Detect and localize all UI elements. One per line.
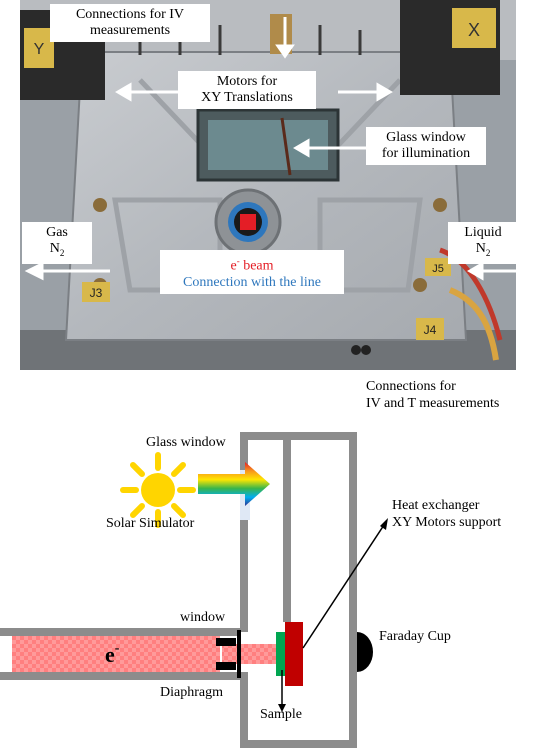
sample-holder [276, 632, 285, 676]
label-heat-exchanger: Heat exchanger XY Motors support [392, 498, 502, 530]
vacuum-chamber [240, 432, 357, 748]
faraday-cup [357, 632, 373, 672]
gas-n2: N2 [49, 241, 65, 258]
electron-beam [12, 636, 220, 672]
label-gas: Gas N2 [22, 222, 92, 264]
label-liquid: Liquid N2 [448, 222, 518, 264]
label-glass-window: Glass window for illumination [366, 127, 486, 165]
heat-exchanger [285, 622, 303, 686]
connector-j5: J5 [432, 263, 444, 275]
apparatus-photo: Y X J3 J4 J5 [20, 0, 516, 370]
connector-j3: J3 [90, 286, 103, 300]
electron-beam-inside [222, 644, 276, 664]
exit-window [237, 630, 241, 678]
electron-label: e- [105, 641, 120, 667]
connection-line-text: Connection with the line [182, 274, 322, 290]
diaphragm-bottom [216, 662, 236, 670]
label-ebeam: e- beam Connection with the line [160, 250, 344, 294]
motor-y-letter: Y [34, 41, 45, 58]
label-faraday-cup: Faraday Cup [379, 629, 451, 644]
ebeam-text: e- beam [230, 256, 274, 274]
label-diaphragm: Diaphragm [160, 685, 223, 700]
caption-connections: Connections for IV and T measurements [366, 379, 500, 411]
beam-line [0, 628, 240, 680]
label-glass-window-schematic: Glass window [146, 435, 226, 450]
liquid-n2: N2 [475, 241, 491, 258]
light-arrow [198, 462, 270, 506]
sun-icon [120, 452, 196, 528]
label-window: window [180, 610, 226, 625]
label-connections-iv: Connections for IV measurements [50, 4, 210, 42]
label-solar-simulator: Solar Simulator [106, 516, 195, 531]
label-motors: Motors for XY Translations [178, 71, 316, 109]
label-sample: Sample [260, 707, 302, 722]
motor-x-letter: X [468, 20, 480, 40]
connector-j4: J4 [424, 323, 437, 337]
diaphragm-top [216, 638, 236, 646]
